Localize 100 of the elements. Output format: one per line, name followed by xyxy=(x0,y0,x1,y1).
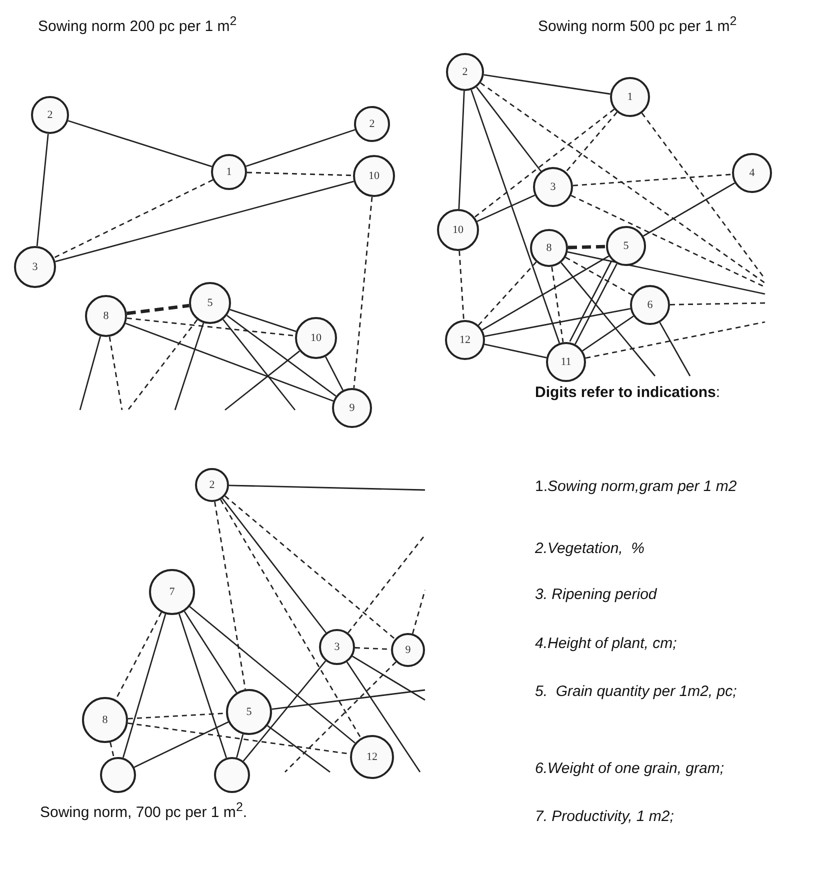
node-circle: 5 xyxy=(226,689,272,735)
connector-line xyxy=(222,498,327,634)
connector-line xyxy=(226,314,336,397)
connector-line xyxy=(458,250,464,320)
connector-line xyxy=(214,502,246,690)
node-circle: 9 xyxy=(332,388,372,428)
node-circle: 10 xyxy=(437,209,479,251)
connector-line xyxy=(122,614,166,758)
node-circle: 1 xyxy=(610,77,650,117)
connector-line xyxy=(54,179,214,258)
partial-node-circle xyxy=(100,757,136,793)
connector-line xyxy=(570,194,766,288)
node-circle: 2 xyxy=(446,53,484,91)
connector-line xyxy=(220,499,362,738)
connector-line xyxy=(224,495,396,640)
connector-line xyxy=(482,255,610,331)
connector-line xyxy=(126,304,190,316)
connector-line xyxy=(641,112,766,280)
node-circle: 6 xyxy=(630,285,670,325)
connector-line xyxy=(110,742,115,758)
legend-item: 1.Sowing norm,gram per 1 m2 xyxy=(535,477,738,497)
node-circle: 8 xyxy=(82,697,128,743)
node-circle: 8 xyxy=(85,295,127,337)
node-circle: 5 xyxy=(606,226,646,266)
connector-line xyxy=(670,302,766,306)
connector-line xyxy=(574,263,618,345)
node-circle: 8 xyxy=(530,229,568,267)
node-circle: 2 xyxy=(354,106,390,142)
connector-line xyxy=(565,256,633,296)
legend-item: 3. Ripening period xyxy=(535,585,658,605)
node-circle: 10 xyxy=(353,155,395,197)
connector-line xyxy=(284,661,396,772)
legend-item: 7. Productivity, 1 m2; xyxy=(535,807,675,827)
connector-line xyxy=(474,108,615,218)
connector-line xyxy=(568,244,606,250)
connector-line xyxy=(178,614,228,758)
panel-title: Sowing norm 500 pc per 1 m$^{2}$ xyxy=(538,13,738,37)
connector-line xyxy=(36,134,49,246)
legend-heading: Digits refer to indications: xyxy=(535,383,722,403)
connector-line xyxy=(585,321,766,359)
connector-line xyxy=(222,319,296,410)
connector-line xyxy=(242,660,326,762)
connector-line xyxy=(184,610,238,694)
connector-line xyxy=(125,322,334,402)
connector-line xyxy=(68,120,212,168)
connector-line xyxy=(565,112,618,172)
node-circle: 12 xyxy=(350,735,394,779)
connector-line xyxy=(412,590,426,634)
node-circle: 2 xyxy=(31,96,69,134)
connector-line xyxy=(224,350,300,411)
connector-line xyxy=(478,262,537,326)
connector-line xyxy=(134,721,229,768)
connector-line xyxy=(560,262,656,376)
connector-line xyxy=(458,90,465,210)
connector-line xyxy=(324,356,344,391)
node-circle: 10 xyxy=(295,317,337,359)
connector-line xyxy=(115,612,162,700)
node-circle: 11 xyxy=(546,342,586,382)
node-circle: 3 xyxy=(533,167,573,207)
connector-line xyxy=(228,484,426,491)
connector-line xyxy=(267,725,330,773)
connector-line xyxy=(569,260,612,342)
node-circle: 1 xyxy=(211,154,247,190)
connector-line xyxy=(480,82,766,284)
connector-line xyxy=(659,322,691,376)
connector-line xyxy=(484,74,610,95)
connector-line xyxy=(567,251,766,295)
connector-line xyxy=(126,318,296,336)
connector-line xyxy=(642,182,736,237)
connector-line xyxy=(189,606,356,744)
partial-node-circle xyxy=(214,757,250,793)
node-circle: 3 xyxy=(14,246,56,288)
node-circle: 12 xyxy=(445,320,485,360)
connector-line xyxy=(582,316,634,352)
connector-line xyxy=(236,734,244,758)
connector-line xyxy=(174,322,204,410)
node-circle: 4 xyxy=(732,153,772,193)
connector-line xyxy=(353,196,373,388)
connector-line xyxy=(484,344,547,358)
legend-item: 2.Vegetation, % xyxy=(535,539,646,559)
panel-caption: Sowing norm, 700 pc per 1 m$^{2}$. xyxy=(40,799,248,823)
connector-line xyxy=(470,90,560,344)
connector-line xyxy=(230,308,296,332)
node-circle: 3 xyxy=(319,629,355,665)
node-circle: 2 xyxy=(195,468,229,502)
connector-line xyxy=(246,129,356,167)
connector-line xyxy=(55,180,354,262)
connector-line xyxy=(346,662,421,772)
legend-item: 6.Weight of one grain, gram; xyxy=(535,759,725,779)
connector-line xyxy=(476,194,536,222)
connector-line xyxy=(272,689,426,710)
connector-line xyxy=(108,336,123,410)
legend-item: 5. Grain quantity per 1m2, pc; xyxy=(535,682,738,702)
connector-line xyxy=(352,656,426,701)
connector-line xyxy=(572,174,732,186)
legend-item: 4.Height of plant, cm; xyxy=(535,634,678,654)
connector-line xyxy=(246,172,354,176)
node-circle: 5 xyxy=(189,282,231,324)
node-circle: 7 xyxy=(149,569,195,615)
connector-line xyxy=(79,336,102,410)
